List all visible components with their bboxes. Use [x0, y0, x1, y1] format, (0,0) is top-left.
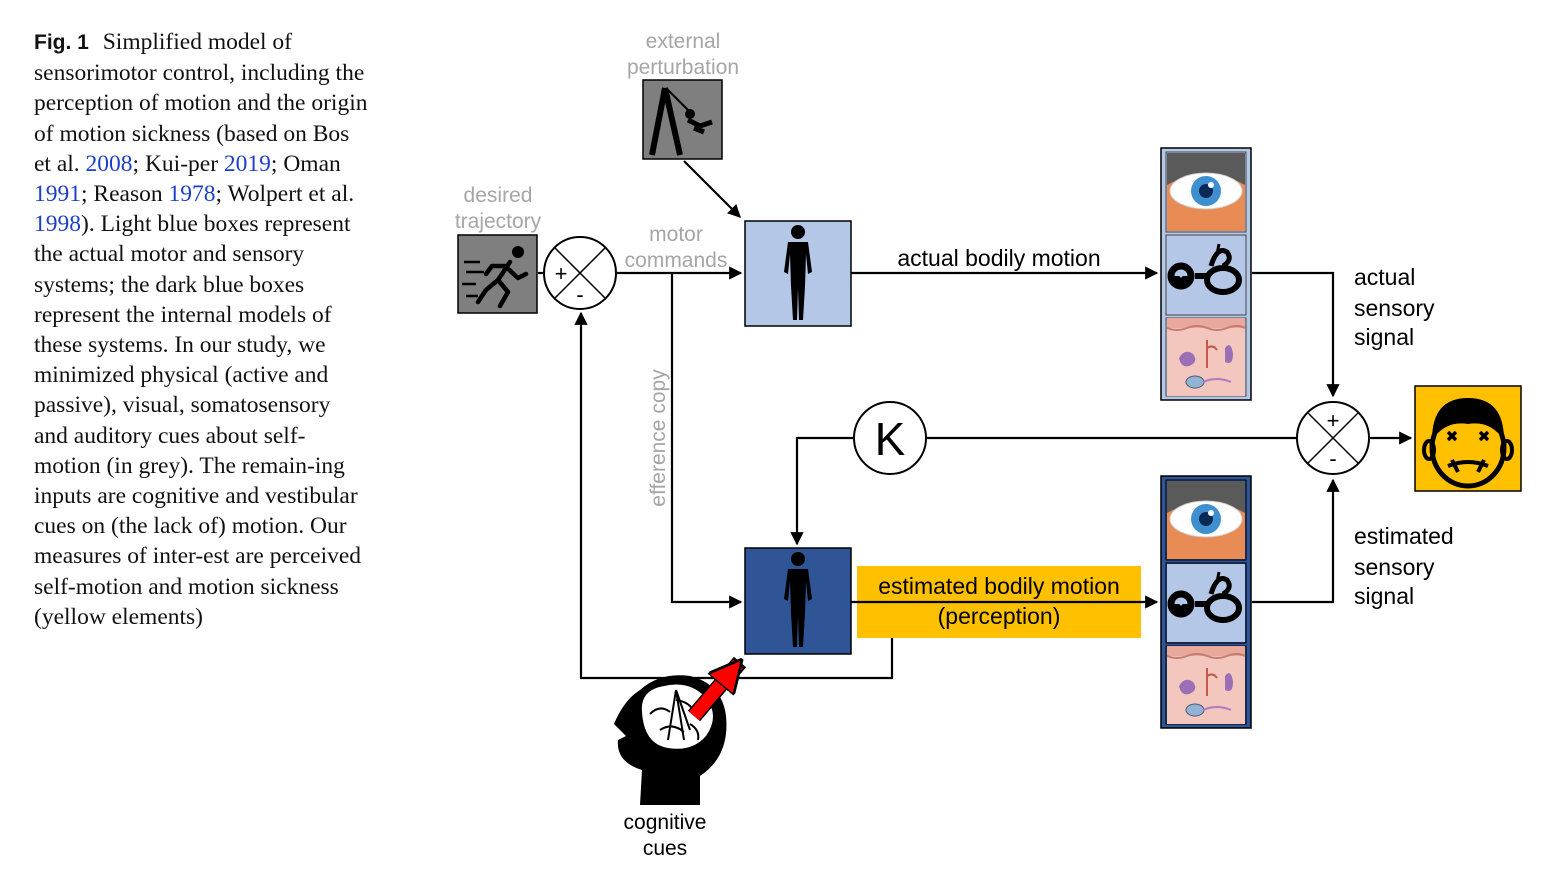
actual-bodily-motion-label: actual bodily motion — [897, 245, 1100, 271]
estimated-sensory-signal-label-1: estimated — [1354, 523, 1454, 549]
top-comparator-minus: - — [576, 282, 583, 307]
estimated-sensory-signal-label-2: sensory — [1354, 554, 1435, 580]
actual-sensory-signal-label-1: actual — [1354, 264, 1415, 290]
caption-segment: Simplified model of sensorimotor control… — [34, 29, 368, 177]
cognitive-cues-label-2: cues — [643, 837, 687, 860]
caption-segment: ; Reason — [81, 181, 169, 208]
caption-segment: ; Wolpert et al. — [215, 181, 355, 208]
estimated-sensory-stack — [1160, 475, 1252, 729]
estimated-sensory-signal-label-3: signal — [1354, 583, 1414, 609]
estimated-body-box — [744, 547, 852, 655]
top-comparator-plus: + — [555, 261, 568, 286]
right-comparator: + - — [1296, 401, 1370, 475]
efference-copy-label: efference copy — [647, 369, 670, 507]
external-perturbation-label-1: external — [646, 30, 721, 53]
motor-commands-label-2: commands — [625, 249, 728, 272]
gain-k: K — [853, 401, 927, 475]
running-person-icon — [457, 234, 538, 314]
cognitive-cues-label-1: cognitive — [624, 811, 707, 834]
estimated-bodily-motion-label-1: estimated bodily motion — [878, 573, 1120, 599]
figure-label: Fig. 1 — [34, 31, 89, 54]
caption-text: Simplified model of sensorimotor control… — [34, 29, 368, 630]
external-perturbation-label-2: perturbation — [627, 56, 739, 79]
skin-icon — [1166, 317, 1246, 397]
top-comparator: + - — [543, 236, 617, 310]
swing-icon — [642, 79, 723, 160]
motor-commands-label-1: motor — [649, 223, 703, 246]
actual-body-box — [744, 220, 852, 327]
right-comparator-minus: - — [1329, 446, 1336, 471]
sick-face-icon — [1414, 385, 1522, 492]
actual-sensory-signal-label-2: sensory — [1354, 295, 1435, 321]
caption-segment: ; Oman — [270, 150, 341, 177]
right-comparator-plus: + — [1327, 408, 1340, 433]
caption-segment: ). Light blue boxes represent the actual… — [34, 211, 362, 630]
caption-reference[interactable]: 1978 — [168, 181, 216, 208]
caption-reference[interactable]: 2019 — [223, 150, 271, 177]
desired-trajectory-label-2: trajectory — [455, 210, 542, 233]
caption-reference[interactable]: 1991 — [34, 181, 81, 208]
actual-sensory-signal-label-3: signal — [1354, 324, 1414, 350]
actual-signal-arrow — [1252, 271, 1340, 398]
estimated-bodily-motion-label-2: (perception) — [938, 603, 1061, 629]
actual-sensory-stack — [1160, 147, 1252, 401]
efference-copy-arrow — [670, 273, 743, 609]
figure-caption: Fig. 1 Simplified model of sensorimotor … — [34, 27, 369, 632]
cognitive-cue-arrow — [689, 664, 738, 721]
caption-segment: ; Kui-per — [132, 150, 224, 177]
k-feedback-arrow — [790, 436, 854, 546]
model-eye-icon — [1166, 480, 1246, 560]
estimated-signal-arrow — [1252, 478, 1340, 604]
desired-trajectory-label-1: desired — [464, 184, 533, 207]
perturbation-arrow — [683, 160, 741, 218]
caption-reference[interactable]: 2008 — [85, 150, 133, 177]
eye-icon — [1166, 152, 1246, 232]
model-skin-icon — [1166, 645, 1246, 725]
gain-k-label: K — [875, 413, 906, 465]
caption-reference[interactable]: 1998 — [34, 211, 81, 238]
